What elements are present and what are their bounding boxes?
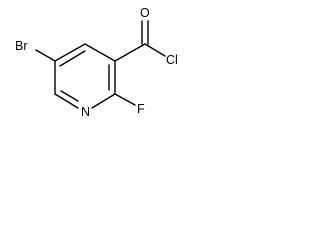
pyridine-ring [54,43,116,109]
atom-label-oxygen: O [140,6,150,20]
bond-c2-f [114,93,136,106]
bond-carbonyl-cl [144,43,166,57]
bond-n1-c6-inner [60,90,79,102]
atom-label-chlorine: Cl [166,53,178,67]
bond-n1-c6 [54,93,79,109]
bond-c5-c4-inner [59,50,86,67]
molecule-structure-diagram: Br N F O Cl [15,6,178,119]
structure-canvas: Br N F O Cl [0,0,198,138]
atom-label-bromine: Br [15,39,28,53]
atom-label-fluorine: F [137,102,145,116]
atom-label-nitrogen: N [81,105,90,119]
bond-c3-carbonyl [114,43,146,62]
bond-c2-n1 [91,93,116,109]
bond-c4-c3 [84,43,116,62]
bond-c5-br [35,49,56,62]
bond-c5-c4 [54,43,86,62]
